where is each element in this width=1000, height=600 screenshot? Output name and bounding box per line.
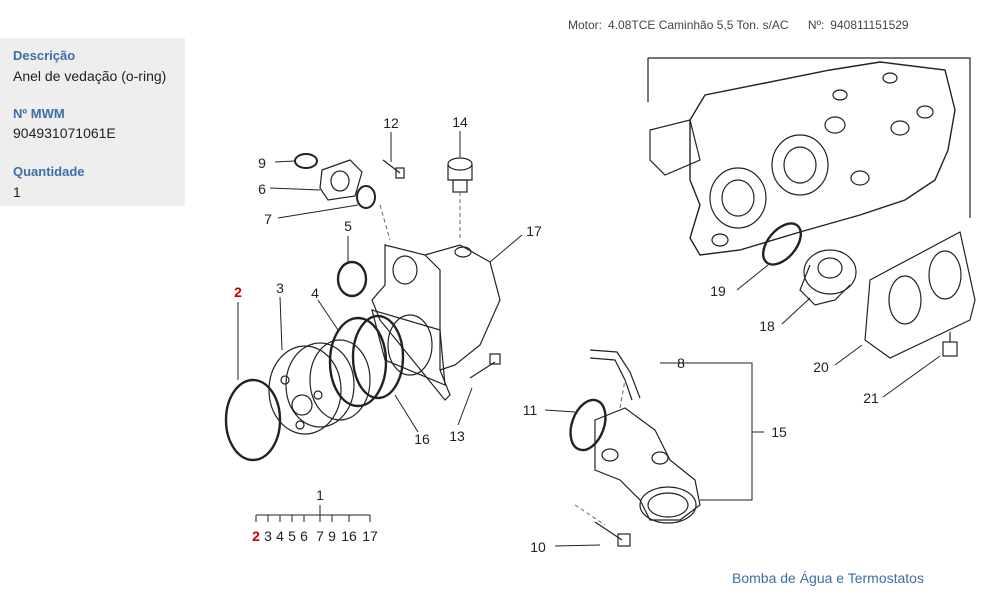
callout-20[interactable]: 20 [813,359,829,375]
callout-16[interactable]: 16 [414,431,430,447]
motor-label: Motor: [568,18,603,32]
o-ring-7 [356,185,376,209]
callout-17[interactable]: 17 [526,223,542,239]
leader-lines [237,131,941,547]
gasket-20 [864,231,976,359]
callout-5[interactable]: 5 [344,218,352,234]
water-pump-impeller-3 [268,339,371,435]
callout-14[interactable]: 14 [452,114,468,130]
callout-3[interactable]: 3 [276,280,284,296]
engine-block-drawing [647,57,971,256]
plug-14 [447,157,473,193]
quantity-label: Quantidade [13,164,85,179]
group-item-2[interactable]: 2 [252,528,260,544]
callout-labels: 9 6 7 12 14 5 17 2 3 4 16 13 8 11 15 10 … [234,114,879,555]
callout-11[interactable]: 11 [523,402,538,418]
mwm-number-value: 904931071061E [13,125,116,141]
number-value: 940811151529 [830,18,909,32]
o-ring-4 [328,316,388,408]
mwm-number-label: Nº MWM [13,106,65,121]
tube-8 [589,349,641,401]
sensor-21 [942,332,958,357]
callout-7[interactable]: 7 [264,211,272,227]
callout-4[interactable]: 4 [311,285,319,301]
bolt-13 [469,353,501,379]
group-item-3[interactable]: 3 [264,528,272,544]
water-pump-housing-17 [371,244,501,401]
callout-2[interactable]: 2 [234,284,242,300]
quantity-value: 1 [13,184,21,200]
group-item-17[interactable]: 17 [362,528,378,544]
group-item-9[interactable]: 9 [328,528,336,544]
callout-15[interactable]: 15 [771,424,787,440]
callout-12[interactable]: 12 [383,115,399,131]
o-ring-2 [224,378,282,462]
group-label[interactable]: 1 [316,487,324,503]
description-value: Anel de vedação (o-ring) [13,68,167,84]
callout-8[interactable]: 8 [677,355,685,371]
bolt-12 [382,159,405,179]
callout-21[interactable]: 21 [863,390,879,406]
o-ring-16 [351,314,405,400]
number-label: Nº: [807,18,825,32]
motor-value: 4.08TCE Caminhão 5,5 Ton. s/AC [608,18,789,32]
callout-9[interactable]: 9 [258,155,266,171]
outlet-housing-15 [594,407,701,524]
group-item-16[interactable]: 16 [341,528,357,544]
callout-18[interactable]: 18 [759,318,775,334]
o-ring-19 [762,222,802,266]
group-item-4[interactable]: 4 [276,528,284,544]
group-item-6[interactable]: 6 [300,528,308,544]
flange-6 [319,159,363,201]
diagram-caption: Bomba de Água e Termostatos [732,570,924,586]
callout-6[interactable]: 6 [258,181,266,197]
motor-header: Motor: 4.08TCE Caminhão 5,5 Ton. s/AC Nº:… [568,18,915,32]
callout-19[interactable]: 19 [710,283,726,299]
group-key: 1 2 3 4 5 6 7 9 16 17 [252,487,378,544]
part-info-panel: Descrição Anel de vedação (o-ring) Nº MW… [0,38,185,206]
callout-13[interactable]: 13 [449,428,465,444]
bolt-10 [594,521,631,547]
description-label: Descrição [13,48,76,63]
o-ring-9 [294,153,318,169]
thermostat-18 [799,249,857,306]
dashed-guides [379,192,626,526]
callout-10[interactable]: 10 [530,539,546,555]
o-ring-11 [569,398,607,452]
group-item-5[interactable]: 5 [288,528,296,544]
group-item-7[interactable]: 7 [316,528,324,544]
o-ring-5 [336,260,368,298]
